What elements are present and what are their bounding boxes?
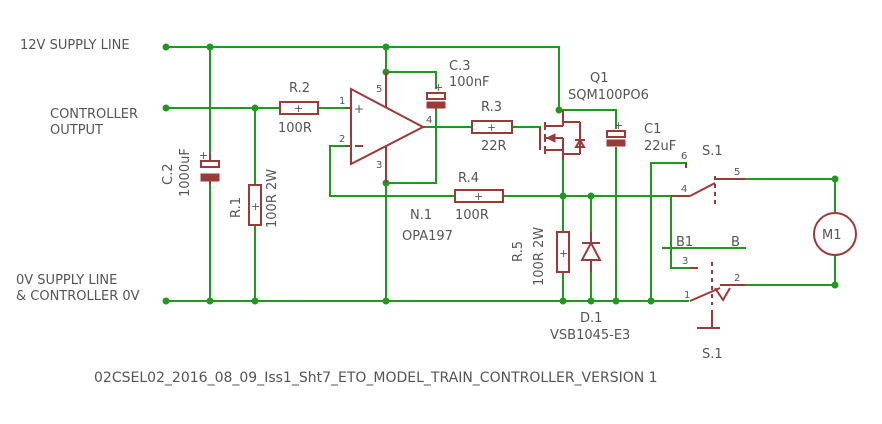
pin-label: 5 [734, 167, 740, 178]
labels: 12V SUPPLY LINE CONTROLLER OUTPUT 0V SUP… [16, 38, 842, 386]
junction [555, 106, 563, 114]
net-label-controller: CONTROLLER [50, 107, 138, 122]
polarity-mark: + [559, 247, 568, 260]
s1-name-bottom: S.1 [702, 347, 723, 362]
capacitor-c2: + [199, 149, 220, 185]
pin-label: 3 [376, 160, 382, 171]
junction [206, 43, 214, 51]
r3-value: 22R [481, 139, 507, 154]
junction [587, 297, 595, 305]
r4-value: 100R [455, 208, 489, 223]
b1-label: B1 [676, 235, 693, 250]
q1-name: Q1 [590, 71, 609, 86]
c2-value: 1000uF [178, 148, 193, 197]
polarity-mark: + [614, 119, 623, 132]
resistor-r5: + [556, 231, 570, 273]
q1-value: SQM100PO6 [568, 88, 649, 103]
junction [559, 297, 567, 305]
s1-name-top: S.1 [702, 144, 723, 159]
net-label-controller-0v: & CONTROLLER 0V [16, 289, 140, 304]
c1-value: 22uF [644, 139, 676, 154]
opamp-n1: + [345, 72, 426, 183]
m1-name: M1 [822, 228, 842, 243]
b-label: B [731, 235, 740, 250]
c1-name: C1 [644, 122, 661, 137]
pin-label: 2 [339, 134, 345, 145]
junction [382, 43, 390, 51]
r1-value: 100R 2W [265, 169, 280, 228]
n1-value: OPA197 [402, 229, 453, 244]
c3-name: C.3 [449, 59, 470, 74]
r1-name: R.1 [229, 197, 244, 218]
polarity-mark: + [474, 190, 483, 203]
pin-label: 4 [426, 115, 432, 126]
r2-value: 100R [278, 121, 312, 136]
motor-m1 [813, 212, 857, 256]
junction [162, 297, 170, 305]
pin-label: 1 [684, 290, 690, 301]
n1-name: N.1 [410, 208, 432, 223]
capacitor-c1: + [606, 119, 626, 147]
diode-d1 [580, 232, 602, 272]
junction [206, 297, 214, 305]
r3-name: R.3 [481, 100, 502, 115]
capacitor-c3: + [426, 81, 446, 109]
pin-label: 6 [681, 151, 687, 162]
opamp-noninverting-sign: + [354, 102, 364, 116]
net-label-output: OUTPUT [50, 123, 103, 138]
wires [165, 46, 836, 302]
junction [647, 297, 655, 305]
r5-name: R.5 [511, 241, 526, 262]
net-label-12v: 12V SUPPLY LINE [20, 38, 130, 53]
junction [382, 297, 390, 305]
net-label-0v: 0V SUPPLY LINE [16, 273, 117, 288]
polarity-mark: + [199, 149, 208, 162]
d1-value: VSB1045-E3 [550, 328, 630, 343]
resistor-r4: + [454, 189, 504, 203]
junction [831, 281, 839, 289]
pin-label: 4 [681, 184, 687, 195]
pin-label: 3 [682, 256, 688, 267]
polarity-mark: + [294, 102, 303, 115]
mosfet-q1 [539, 110, 586, 160]
c2-name: C.2 [161, 164, 176, 185]
junction [162, 104, 170, 112]
c3-value: 100nF [449, 75, 490, 90]
junctions [162, 43, 839, 305]
junction [559, 192, 567, 200]
polarity-mark: + [434, 81, 443, 94]
r2-name: R.2 [289, 81, 310, 96]
resistor-r3: + [471, 120, 513, 134]
drawing-title: 02CSEL02_2016_08_09_Iss1_Sht7_ETO_MODEL_… [94, 370, 658, 386]
junction [831, 175, 839, 183]
polarity-mark: + [487, 121, 496, 134]
junction [251, 104, 259, 112]
resistor-r1: + [248, 184, 262, 226]
junction [587, 192, 595, 200]
switch-s1-upper [671, 163, 745, 205]
pin-label: 2 [734, 273, 740, 284]
switch-s1-lower [689, 262, 745, 329]
junction [162, 43, 170, 51]
pin-label: 5 [376, 84, 382, 95]
junction [251, 297, 259, 305]
d1-name: D.1 [580, 311, 602, 326]
r5-value: 100R 2W [532, 227, 547, 286]
resistor-r2: + [279, 101, 319, 115]
junction [612, 297, 620, 305]
r4-name: R.4 [458, 171, 479, 186]
pin-label: 1 [339, 96, 345, 107]
polarity-mark: + [251, 200, 260, 213]
